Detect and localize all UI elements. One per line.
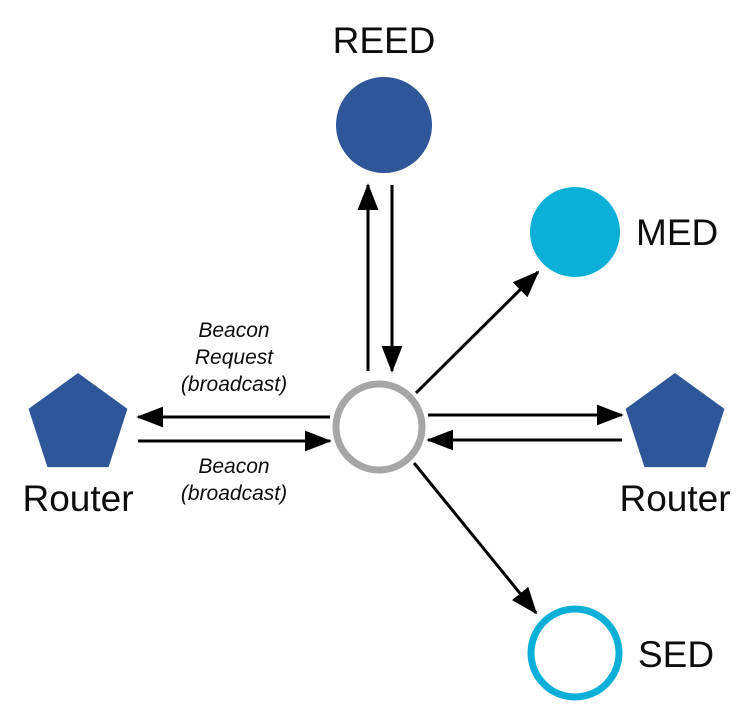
edge-label-line: (broadcast) bbox=[181, 373, 287, 396]
node-label-sed: SED bbox=[638, 634, 714, 675]
nodes-layer bbox=[28, 77, 725, 701]
node-shape-router-left bbox=[28, 373, 128, 468]
node-shape-router-right bbox=[625, 373, 725, 468]
node-shape-center bbox=[332, 380, 426, 474]
node-label-med: MED bbox=[636, 212, 718, 253]
node-label-router-left: Router bbox=[22, 478, 133, 519]
edge-label-line: Beacon bbox=[198, 319, 269, 342]
node-shape-sed bbox=[527, 605, 623, 701]
edges-layer bbox=[136, 183, 624, 615]
node-label-reed: REED bbox=[333, 20, 436, 61]
node-shape-med bbox=[530, 187, 620, 277]
edge-label-line: Request bbox=[195, 346, 274, 369]
node-shape-reed bbox=[336, 77, 432, 173]
node-label-router-right: Router bbox=[619, 478, 730, 519]
edge-arrow-center-to-med bbox=[414, 270, 540, 395]
edge-label-beacon-label: Beacon (broadcast) bbox=[181, 455, 287, 505]
edge-label-line: (broadcast) bbox=[181, 482, 287, 505]
edge-arrow-center-to-sed bbox=[412, 462, 538, 615]
edge-label-line: Beacon bbox=[198, 455, 269, 478]
